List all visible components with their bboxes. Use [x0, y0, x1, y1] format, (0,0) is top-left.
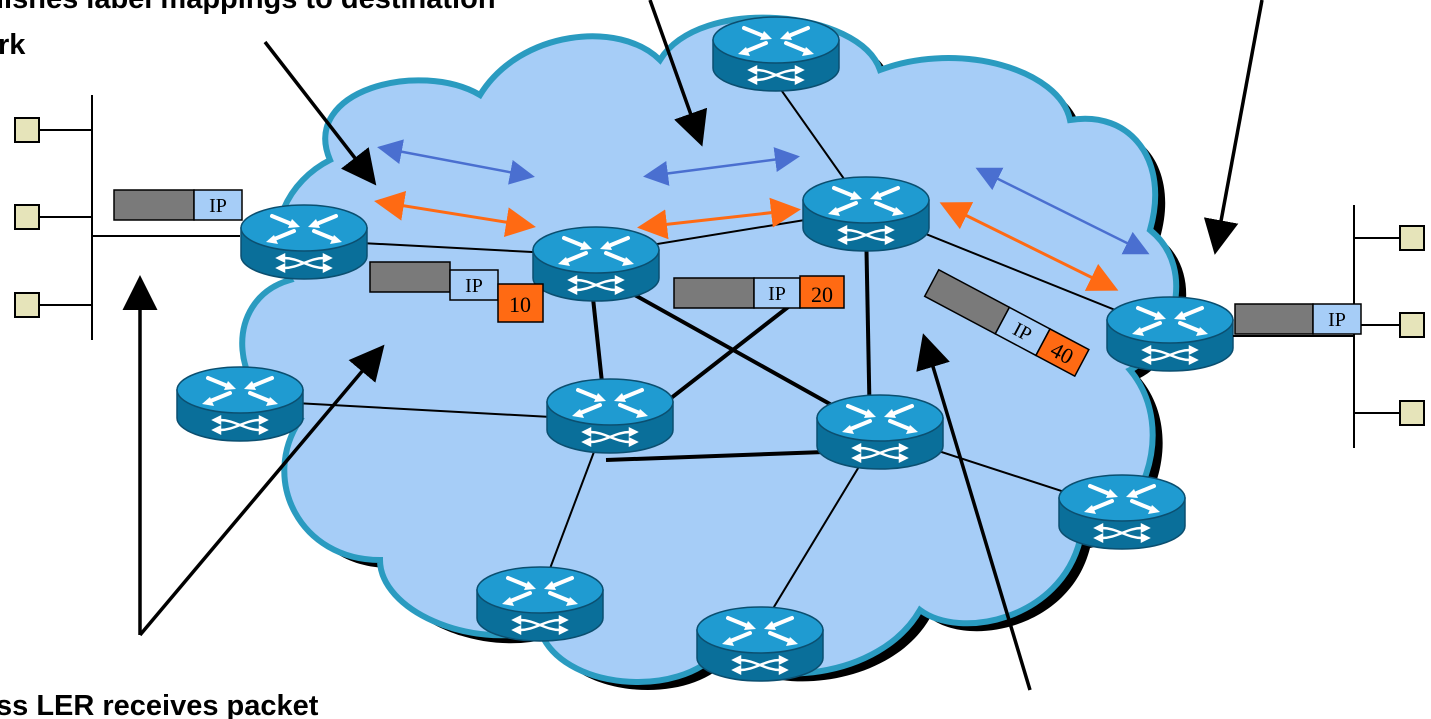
packet-egress: IP [1234, 303, 1362, 335]
packet-label-20: IP 20 [673, 275, 845, 309]
host-icon [1399, 400, 1425, 426]
router-icon [801, 175, 931, 253]
double-arrow-icon [377, 139, 535, 185]
callout-arrows [122, 0, 1264, 691]
packet-ingress: IP [113, 189, 243, 221]
double-arrow-icon [643, 147, 800, 186]
host-icon [14, 117, 40, 143]
router-icon [695, 605, 825, 683]
host-icon [14, 204, 40, 230]
host-icon [14, 292, 40, 318]
packet-label-40: IP 40 [923, 268, 1090, 378]
ip-label: IP [465, 275, 483, 297]
router-icon [815, 393, 945, 471]
router-icon [531, 225, 661, 303]
right-lan [1233, 205, 1425, 448]
left-lan [14, 95, 240, 340]
double-arrow-icon [939, 202, 1119, 291]
router-icon [239, 203, 369, 281]
double-arrow-icon [374, 190, 536, 238]
double-arrow-icon [637, 197, 801, 240]
ip-label: IP [209, 195, 227, 217]
ip-label: IP [768, 283, 786, 305]
label-value: 20 [811, 282, 833, 307]
router-icon [1105, 295, 1235, 373]
ip-label: IP [1328, 309, 1346, 331]
label-value: 10 [509, 292, 531, 317]
router-icon [545, 377, 675, 455]
router-icon [1057, 473, 1187, 551]
annotation-network: rk [0, 29, 26, 61]
ldp-arrows [374, 139, 1150, 291]
packet-label-10: IP 10 [369, 261, 544, 323]
router-icon [711, 15, 841, 93]
router-icon [175, 365, 305, 443]
annotation-label-mappings: lishes label mappings to destination [0, 0, 496, 15]
host-icon [1399, 312, 1425, 338]
host-icon [1399, 225, 1425, 251]
router-icon [475, 565, 605, 643]
annotation-ingress-ler: ss LER receives packet [0, 690, 319, 719]
